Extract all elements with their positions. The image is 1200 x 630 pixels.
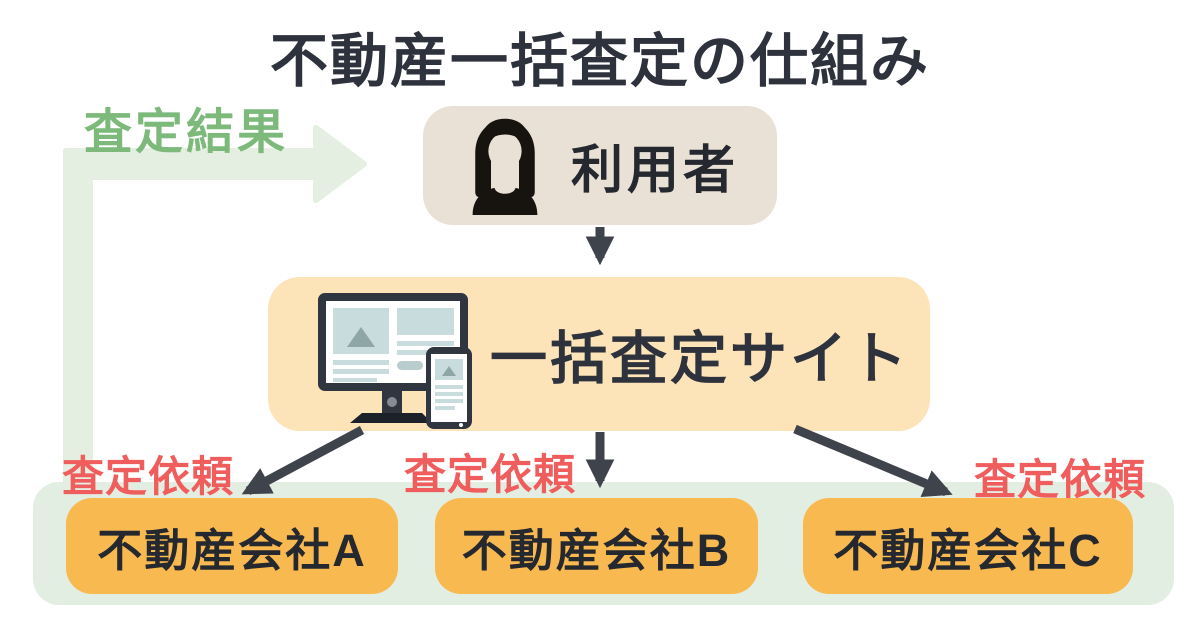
- company-a-label: 不動産会社A: [97, 524, 367, 576]
- screen-text-line: [333, 369, 389, 374]
- company-box-b: 不動産会社B: [435, 498, 758, 594]
- company-c-label: 不動産会社C: [833, 524, 1103, 576]
- phone-text-line: [435, 385, 463, 389]
- screen-image-triangle: [347, 327, 375, 347]
- person-hair: [475, 120, 535, 197]
- company-b-label: 不動産会社B: [461, 524, 732, 576]
- screen-button-pill: [397, 361, 423, 370]
- result-label: 査定結果: [84, 106, 289, 159]
- phone-text-line: [435, 399, 463, 403]
- devices-icon: [318, 293, 472, 429]
- phone-text-line: [435, 392, 463, 396]
- screen-text-line: [397, 341, 454, 346]
- phone-text-line: [435, 406, 455, 410]
- person-body: [472, 187, 538, 215]
- person-face: [488, 132, 522, 169]
- monitor-base: [350, 413, 432, 423]
- person-icon: [472, 118, 538, 215]
- monitor-neck-dot: [387, 397, 397, 407]
- company-box-c: 不動産会社C: [803, 498, 1133, 594]
- site-label: 一括査定サイト: [490, 327, 910, 391]
- phone-home-dot: [459, 423, 463, 427]
- request-label-b: 査定依頼: [404, 451, 577, 498]
- person-fringe: [480, 118, 530, 146]
- request-label-a: 査定依頼: [62, 453, 235, 500]
- page-title: 不動産一括査定の仕組み: [269, 29, 930, 94]
- screen-side-block: [397, 308, 454, 335]
- company-box-a: 不動産会社A: [66, 498, 398, 594]
- screen-text-line: [333, 378, 377, 382]
- site-box: 一括査定サイト: [268, 277, 930, 431]
- request-label-c: 査定依頼: [974, 456, 1147, 503]
- user-label: 利用者: [570, 142, 739, 200]
- user-box: 利用者: [423, 106, 777, 225]
- screen-text-line: [397, 350, 444, 355]
- screen-text-line: [333, 360, 389, 365]
- phone-image-triangle: [442, 366, 456, 376]
